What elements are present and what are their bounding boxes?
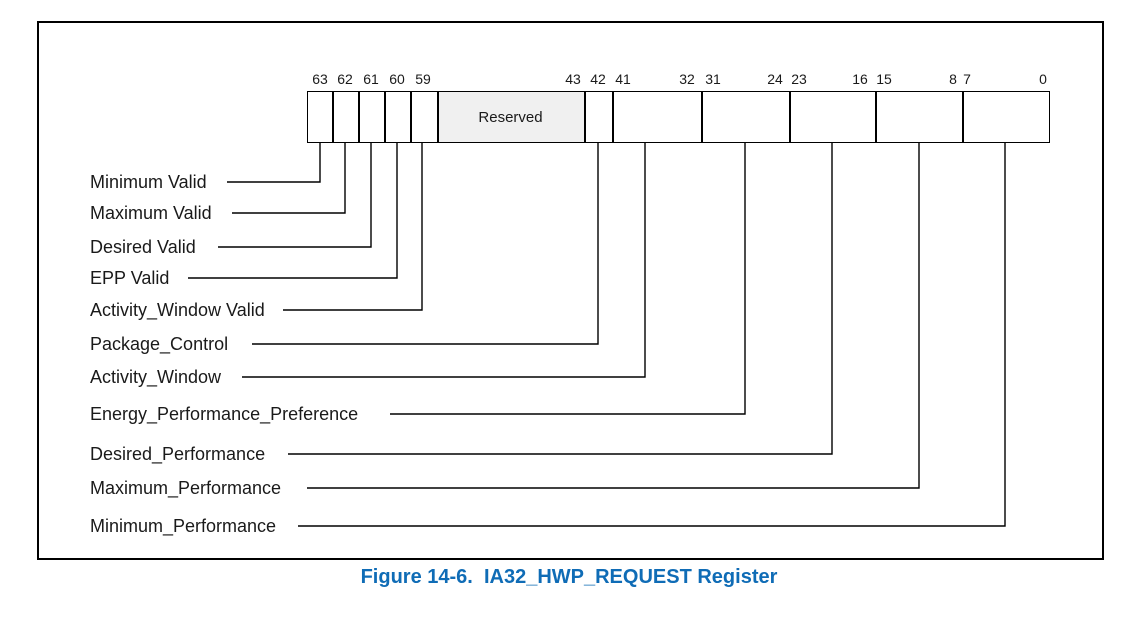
field-label-activity-window-valid: Activity_Window Valid (90, 300, 265, 320)
field-label-epp-valid: EPP Valid (90, 268, 170, 288)
bit-number-62: 62 (337, 71, 353, 87)
bit-number-60: 60 (389, 71, 405, 87)
bit-number-24: 24 (767, 71, 783, 87)
field-label-activity-window: Activity_Window (90, 367, 222, 387)
cell-divider (612, 91, 614, 143)
bit-number-15: 15 (876, 71, 892, 87)
cell-divider (875, 91, 877, 143)
bit-number-41: 41 (615, 71, 631, 87)
field-label-desired-performance: Desired_Performance (90, 444, 266, 464)
field-label-package-control: Package_Control (90, 334, 229, 354)
bit-number-23: 23 (791, 71, 807, 87)
reserved-label: Reserved (478, 108, 543, 126)
reserved-cell: Reserved (437, 91, 584, 143)
bit-number-7: 7 (963, 71, 971, 87)
bit-number-43: 43 (565, 71, 581, 87)
bit-number-32: 32 (679, 71, 695, 87)
bit-number-0: 0 (1039, 71, 1047, 87)
bit-number-8: 8 (949, 71, 957, 87)
figure-border (37, 21, 1104, 560)
cell-divider (384, 91, 386, 143)
field-label-maximum-valid: Maximum Valid (90, 203, 212, 223)
bit-number-63: 63 (312, 71, 328, 87)
register-box (307, 91, 1050, 143)
bit-number-31: 31 (705, 71, 721, 87)
cell-divider (332, 91, 334, 143)
field-label-desired-valid: Desired Valid (90, 237, 196, 257)
field-label-minimum-valid: Minimum Valid (90, 172, 207, 192)
bit-number-42: 42 (590, 71, 606, 87)
cell-divider (410, 91, 412, 143)
cell-divider (962, 91, 964, 143)
cell-divider (584, 91, 586, 143)
field-label-minimum-performance: Minimum_Performance (90, 516, 277, 536)
cell-divider (358, 91, 360, 143)
bit-number-59: 59 (415, 71, 431, 87)
bit-number-16: 16 (852, 71, 868, 87)
figure-caption: Figure 14-6. IA32_HWP_REQUEST Register (360, 566, 778, 588)
cell-divider (789, 91, 791, 143)
field-label-maximum-performance: Maximum_Performance (90, 478, 282, 498)
field-label-energy-performance-preference: Energy_Performance_Preference (90, 404, 359, 424)
cell-divider (701, 91, 703, 143)
cell-divider (437, 91, 439, 143)
bit-number-61: 61 (363, 71, 379, 87)
